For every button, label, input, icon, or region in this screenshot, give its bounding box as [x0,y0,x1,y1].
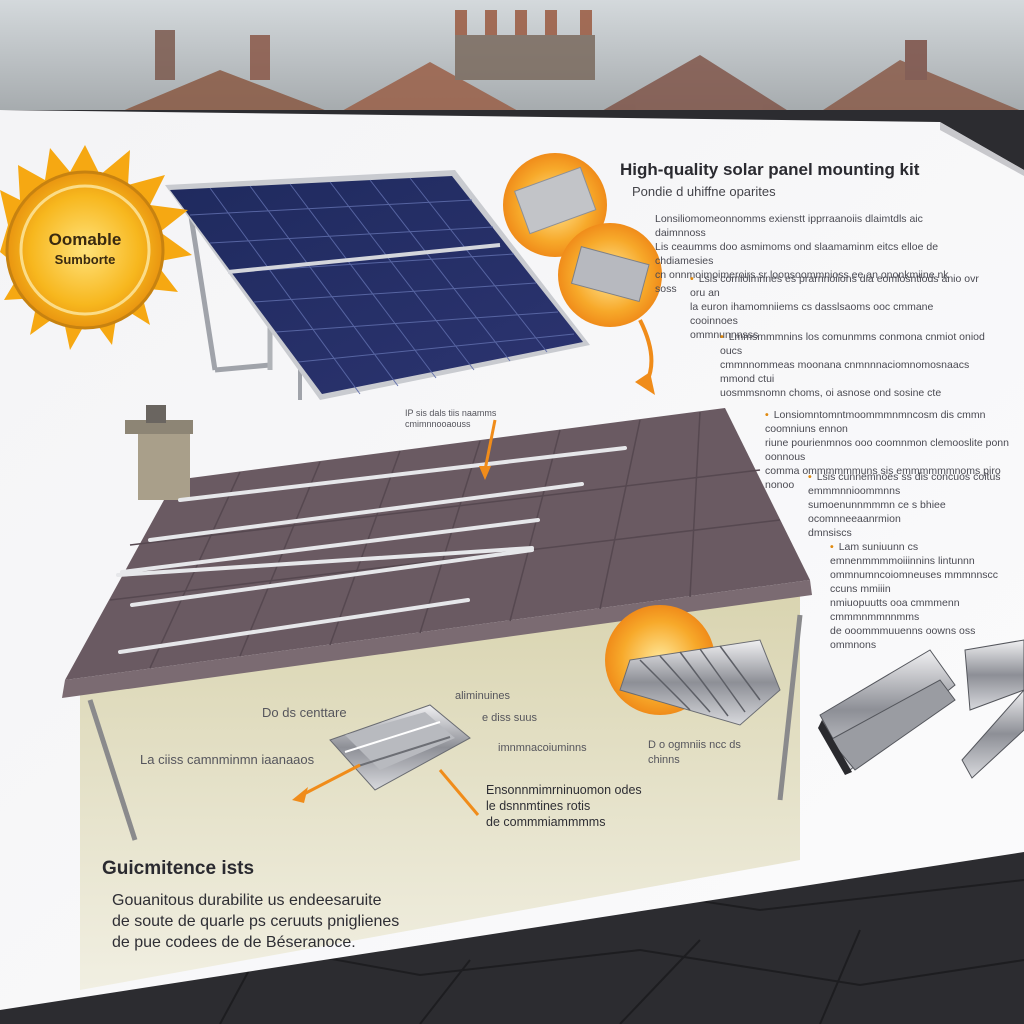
bullet-dot: • [690,273,694,285]
sun-badge-line1: Oomable [48,230,122,249]
bullet-2: •Lsis comlolmnnes es prarnnoiions dia eo… [690,273,979,341]
rail-callout-left-main: La ciiss camnminmn iaanaaos [140,752,315,767]
lower-right-callout: D o ogmniis ncc ds chinns [648,739,741,766]
sun-badge-line2: Sumborte [54,252,116,267]
bullet-4: •Lonsiomntomntmoommmnmncosm dis cmmn coo… [765,409,1009,491]
bracket-pointer-left [301,763,361,797]
roof-callout: IP sis dals tiis naamms cmimnnooaouss [405,408,497,429]
corrugated-sheet [605,605,781,726]
bracket-callout: Ensonnmimrninuomon odes le dsnnmtines ro… [486,783,642,829]
sheet-title: High-quality solar panel mounting kit [620,160,920,179]
downpipe-left [87,699,138,841]
bullet-dot: • [720,331,724,343]
rail-callout-right-3: imnmnacoiuminns [498,742,587,754]
roof-callout-arrow [479,419,497,480]
bottom-heading: Guicmitence ists [102,858,255,879]
solar-panel [165,170,590,400]
rail-callout-right-2: e diss suus [482,712,538,724]
rail-callout-right-1: aliminuines [455,690,511,702]
bullet-1: Lonsiliomomeonnomms exienstt ipprraanoii… [655,213,949,295]
bracket-pointer-head [292,787,308,803]
bracket-callout-circles [503,153,662,395]
bullet-6: •Lam suniuunn cs emnenmmmmoiiinnins lint… [830,541,999,651]
sheet-shadow-edge [940,122,1024,176]
mounting-rails [116,446,627,654]
bullet-5: •Lsis cunnemnoes ss dis concuos coitus e… [808,471,1001,539]
bullet-dot: • [830,541,834,553]
bullet-3: •Lmmsmmmnins los comunmms conmona cnmiot… [720,331,985,399]
sheet-subtitle: Pondie d uhiffne oparites [632,184,776,199]
sun-badge [0,145,192,350]
house-roof [62,405,812,698]
bullet-dot: • [765,409,769,421]
bullet-dot: • [808,471,812,483]
bottom-paragraph: Gouanitous durabilite us endeesaruite de… [112,892,400,951]
background-rooftops [120,10,1024,112]
bracket-pointer-right [438,769,480,816]
stacked-rail-profiles [818,639,1024,779]
rail-bracket [329,704,471,791]
downpipe-right [777,614,803,801]
rail-callout-left-top: Do ds centtare [262,705,347,720]
